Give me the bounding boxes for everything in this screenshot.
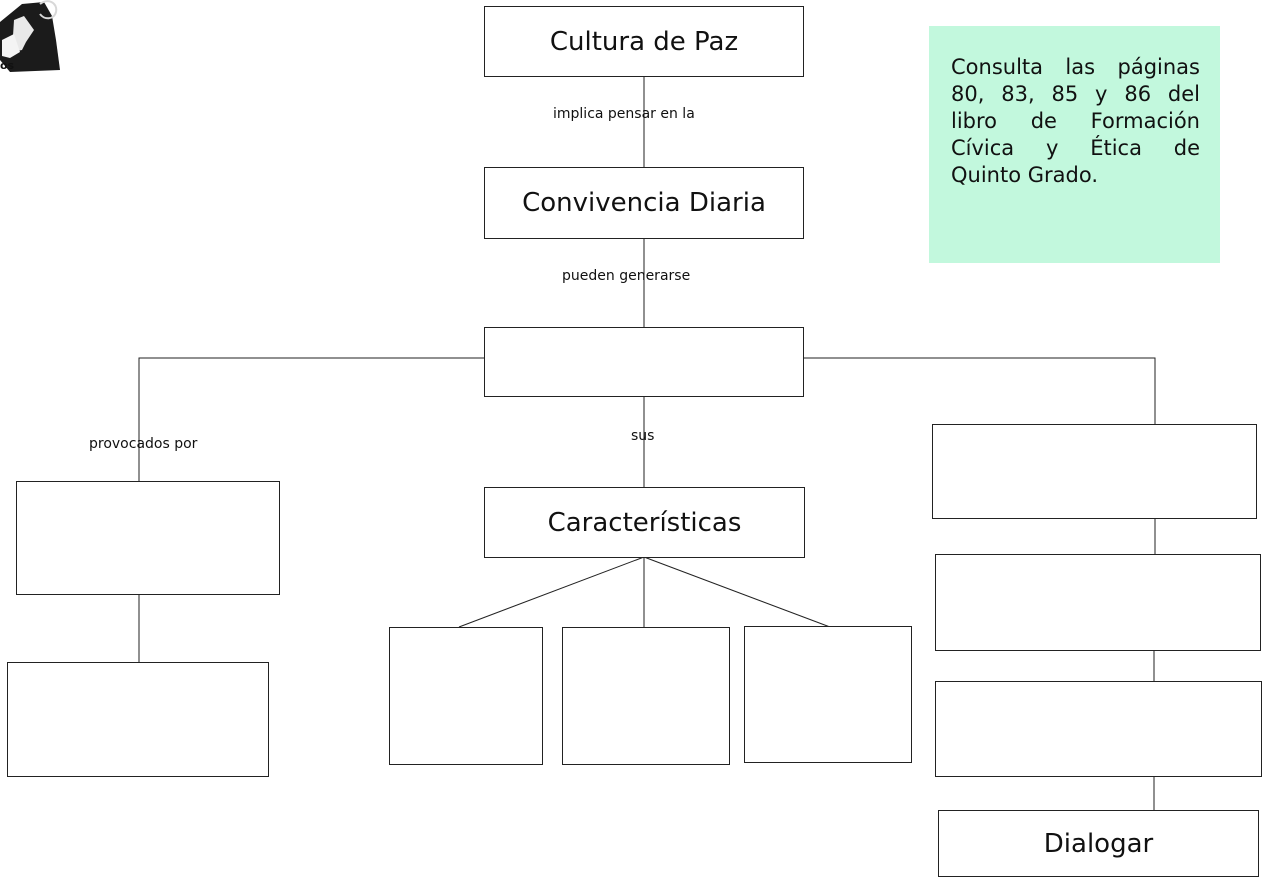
node-blank-left-2[interactable] (7, 662, 269, 777)
node-label: Convivencia Diaria (522, 188, 766, 218)
node-blank-char-2[interactable] (562, 627, 730, 765)
node-blank-left-1[interactable] (16, 481, 280, 595)
edge-char-right (643, 556, 831, 628)
node-convivencia-diaria: Convivencia Diaria (484, 167, 804, 239)
edge-label-implica: implica pensar en la (553, 106, 695, 122)
glove-clip-art-icon: os (0, 0, 60, 72)
edge-label-pueden: pueden generarse (562, 268, 691, 284)
node-blank-center[interactable] (484, 327, 804, 397)
node-blank-right-2[interactable] (935, 554, 1261, 651)
node-label: Cultura de Paz (549, 26, 739, 57)
edge-label-provocados: provocados por (89, 436, 198, 452)
node-label: Dialogar (1043, 828, 1154, 859)
node-blank-char-3[interactable] (744, 626, 912, 763)
node-cultura-de-paz: Cultura de Paz (484, 6, 804, 77)
corner-image-text: os (0, 59, 15, 72)
node-blank-right-3[interactable] (935, 681, 1262, 777)
node-dialogar: Dialogar (938, 810, 1259, 877)
node-label: Características (547, 507, 742, 538)
reference-note: Consulta las páginas 80, 83, 85 y 86 del… (929, 26, 1220, 263)
edge-center-left (138, 357, 484, 481)
edge-center-right (804, 357, 1156, 424)
node-blank-char-1[interactable] (389, 627, 543, 765)
edge-label-sus: sus (631, 428, 655, 444)
node-caracteristicas: Características (484, 487, 805, 558)
node-blank-right-1[interactable] (932, 424, 1257, 519)
edge-char-left (458, 556, 645, 628)
